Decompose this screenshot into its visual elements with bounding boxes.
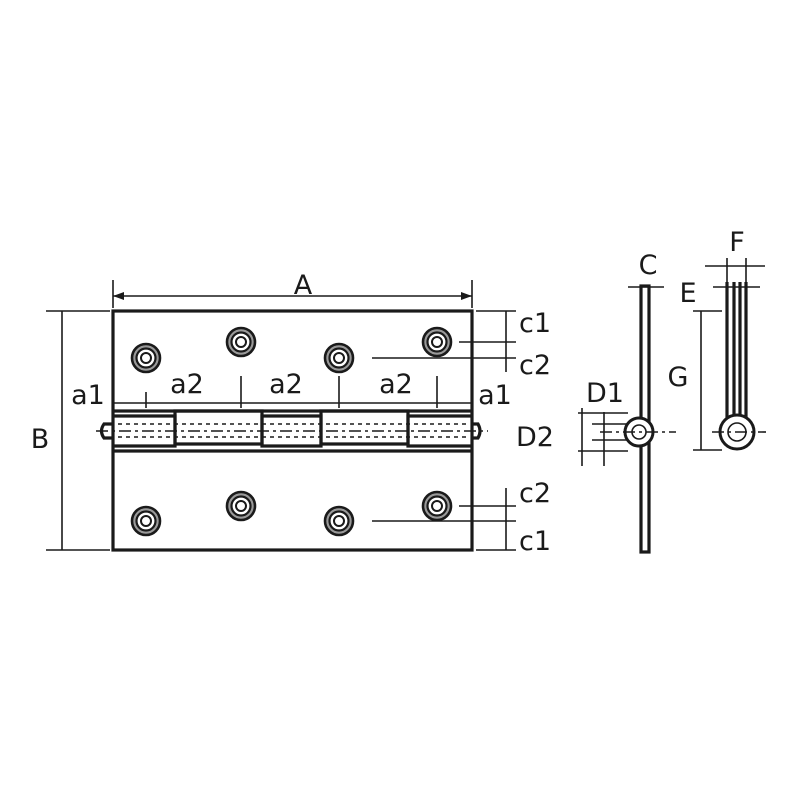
dim-label-c1-bottom: c1 (519, 526, 551, 557)
screw-holes (130, 326, 453, 537)
side-view-open: C D1 D2 (516, 250, 676, 554)
dim-label-D2: D2 (516, 422, 554, 453)
dim-label-C: C (639, 250, 658, 281)
dim-label-a2-1: a2 (170, 369, 204, 400)
arrow-icon (113, 292, 124, 300)
screw-hole-ring (333, 352, 345, 364)
dim-label-c1-top: c1 (519, 308, 551, 339)
hinge-front-view (96, 309, 488, 552)
dim-label-E: E (679, 278, 696, 309)
screw-hole (421, 490, 453, 522)
screw-hole-ring (431, 500, 443, 512)
dim-label-c2-bottom: c2 (519, 478, 551, 509)
dim-label-G: G (668, 362, 689, 393)
arrow-icon (461, 292, 472, 300)
dim-label-F: F (729, 227, 745, 258)
screw-hole-ring (333, 515, 345, 527)
screw-hole-ring (235, 500, 247, 512)
screw-hole (323, 505, 355, 537)
front-view-dimensions: A B a1 a2 a2 a2 a1 c1 c2 c2 c1 (31, 270, 551, 557)
screw-hole (323, 342, 355, 374)
dim-label-a1-left: a1 (71, 380, 105, 411)
screw-hole (225, 326, 257, 358)
screw-hole (130, 342, 162, 374)
screw-hole (130, 505, 162, 537)
screw-hole-ring (235, 336, 247, 348)
dim-label-c2-top: c2 (519, 350, 551, 381)
dim-label-A: A (294, 270, 313, 301)
dim-label-B: B (31, 424, 50, 455)
dim-label-D1: D1 (586, 378, 624, 409)
knuckle-band (96, 409, 488, 453)
screw-hole (421, 326, 453, 358)
pin-head-right (472, 422, 482, 440)
side-view-closed: F E G (668, 227, 766, 451)
screw-hole-ring (140, 515, 152, 527)
screw-hole-ring (140, 352, 152, 364)
dim-label-a2-3: a2 (379, 369, 413, 400)
knuckle-seam-top (113, 414, 472, 446)
knuckle-seam-bottom (113, 409, 472, 448)
screw-hole (225, 490, 257, 522)
screw-hole-ring (431, 336, 443, 348)
dim-label-a1-right: a1 (478, 380, 512, 411)
pin-head-left (99, 422, 113, 440)
dim-label-a2-2: a2 (269, 369, 303, 400)
